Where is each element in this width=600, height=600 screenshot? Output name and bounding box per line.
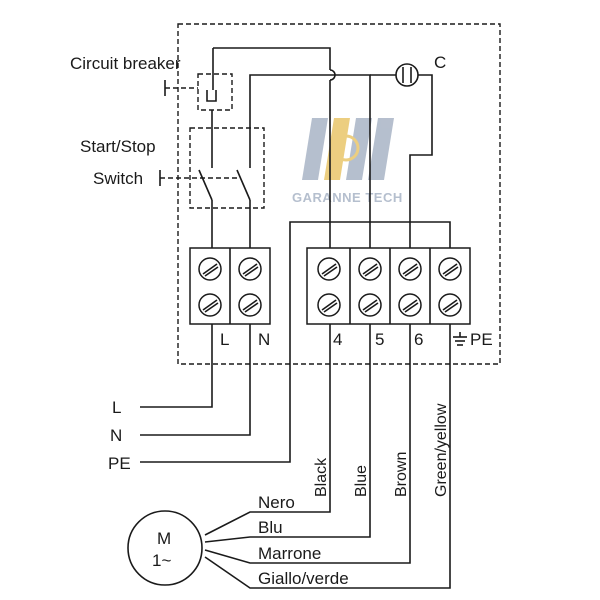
motor-wire-label-marrone: Marrone: [258, 544, 321, 563]
screw-pe-top-icon: [438, 257, 462, 281]
motor-wire-label-nero: Nero: [258, 493, 295, 512]
terminal-label-4: 4: [333, 330, 342, 349]
terminal-label-l: L: [220, 330, 229, 349]
wire-l-to-terminal-4: [213, 47, 331, 70]
watermark-text: GARANNE TECH: [292, 190, 403, 205]
capacitor-symbol: [395, 63, 419, 87]
screw-n-top-icon: [238, 257, 262, 281]
screw-n-bottom-icon: [238, 293, 262, 317]
watermark-logo: GARANNE TECH: [292, 118, 403, 205]
screw-6-bottom-icon: [398, 293, 422, 317]
breaker-contact: [206, 90, 217, 102]
wire-n-to-terminal-5: [249, 74, 371, 248]
motor-label-phase: 1~: [152, 551, 171, 570]
supply-wire-n: [140, 324, 251, 436]
wire-label-blue: Blue: [353, 465, 370, 497]
screw-pe-bottom-icon: [438, 293, 462, 317]
screw-l-top-icon: [198, 257, 222, 281]
control-box-enclosure: [177, 23, 501, 365]
screw-l-bottom-icon: [198, 293, 222, 317]
supply-label-l: L: [112, 398, 121, 417]
start-stop-switch-box: [189, 127, 265, 209]
capacitor-label: C: [434, 53, 446, 72]
terminal-screws: [198, 257, 462, 317]
label-start-stop: Start/Stop: [80, 137, 156, 156]
terminal-label-5: 5: [375, 330, 384, 349]
screw-6-top-icon: [398, 257, 422, 281]
label-switch: Switch: [93, 169, 143, 188]
label-circuit-breaker: Circuit breaker: [70, 54, 181, 73]
switch-contact-n: [236, 169, 251, 201]
wire-label-green-yellow: Green/yellow: [433, 403, 450, 497]
motor-wire-label-giallo-verde: Giallo/verde: [258, 569, 349, 588]
screw-5-bottom-icon: [358, 293, 382, 317]
supply-wire-l: [140, 324, 213, 408]
supply-label-n: N: [110, 426, 122, 445]
terminal-label-n: N: [258, 330, 270, 349]
screw-4-bottom-icon: [317, 293, 341, 317]
motor-wire-black: [204, 324, 331, 536]
wire-capacitor-to-terminal-6: [409, 74, 433, 248]
motor-label-m: M: [157, 529, 171, 548]
circuit-breaker-box: [197, 73, 233, 111]
motor-wire-blue: [204, 324, 371, 543]
motor-wire-green-yellow: [204, 324, 451, 589]
motor-wire-label-blu: Blu: [258, 518, 283, 537]
supply-label-pe: PE: [108, 454, 131, 473]
motor-symbol-icon: [127, 510, 203, 586]
ground-icon: [453, 332, 467, 346]
screw-4-top-icon: [317, 257, 341, 281]
wire-label-brown: Brown: [393, 452, 410, 497]
terminal-label-6: 6: [414, 330, 423, 349]
wire-pe-to-terminal: [140, 221, 451, 463]
switch-contact-l: [198, 169, 213, 201]
wire-label-black: Black: [313, 457, 330, 497]
terminal-label-pe: PE: [470, 330, 493, 349]
motor-wire-brown: [204, 324, 411, 564]
screw-5-top-icon: [358, 257, 382, 281]
